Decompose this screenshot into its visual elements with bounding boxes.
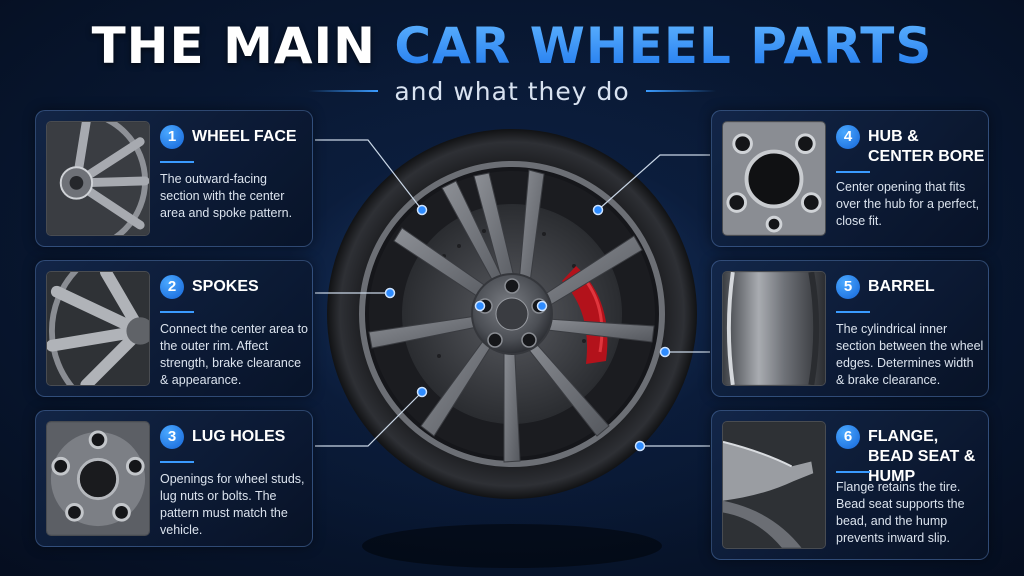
title-underline [836, 311, 870, 313]
part-card-hub-center-bore: 4 HUB & CENTER BORE Center opening that … [711, 110, 989, 247]
number-badge: 1 [160, 125, 184, 149]
part-title: WHEEL FACE [192, 128, 297, 145]
number-badge: 2 [160, 275, 184, 299]
part-card-flange: 6 FLANGE, BEAD SEAT & HUMP Flange retain… [711, 410, 989, 560]
title-underline [160, 311, 194, 313]
part-heading: 5 BARREL [836, 275, 935, 299]
part-title: FLANGE, BEAD SEAT & HUMP [868, 428, 976, 485]
subtitle-row: and what they do [0, 76, 1024, 106]
number-badge: 5 [836, 275, 860, 299]
part-heading: 1 WHEEL FACE [160, 125, 297, 149]
part-heading: 4 HUB & CENTER BORE [836, 125, 988, 167]
part-title: BARREL [868, 278, 935, 295]
subtitle: and what they do [394, 76, 630, 106]
part-heading: 2 SPOKES [160, 275, 259, 299]
title-part-white: THE MAIN [91, 17, 395, 75]
wheel-face-thumbnail [46, 121, 150, 236]
part-card-barrel: 5 BARREL The cylindrical inner section b… [711, 260, 989, 397]
hub-center-bore-thumbnail [722, 121, 826, 236]
part-title: LUG HOLES [192, 428, 286, 445]
part-description: Connect the center area to the outer rim… [160, 322, 309, 387]
number-badge: 6 [836, 425, 860, 449]
part-description: The outward-facing section with the cent… [160, 172, 293, 220]
part-title: HUB & CENTER BORE [868, 128, 985, 165]
page-title: THE MAIN CAR WHEEL PARTS [0, 16, 1024, 76]
subtitle-right-line [645, 90, 716, 92]
part-card-spokes: 2 SPOKES Connect the center area to the … [35, 260, 313, 397]
title-underline [160, 461, 194, 463]
barrel-thumbnail [722, 271, 826, 386]
lug-holes-thumbnail [46, 421, 150, 536]
title-part-blue: CAR WHEEL PARTS [394, 17, 933, 75]
title-underline [836, 171, 870, 173]
wheel-illustration [327, 129, 697, 568]
flange-thumbnail [722, 421, 826, 549]
number-badge: 4 [836, 125, 860, 149]
number-badge: 3 [160, 425, 184, 449]
part-heading: 6 FLANGE, BEAD SEAT & HUMP [836, 425, 986, 487]
subtitle-left-line [308, 90, 379, 92]
part-card-lug-holes: 3 LUG HOLES Openings for wheel studs, lu… [35, 410, 313, 547]
part-card-wheel-face: 1 WHEEL FACE The outward-facing section … [35, 110, 313, 247]
part-heading: 3 LUG HOLES [160, 425, 285, 449]
part-description: Center opening that fits over the hub fo… [836, 180, 980, 228]
part-description: Openings for wheel studs, lug nuts or bo… [160, 472, 305, 537]
spokes-thumbnail [46, 271, 150, 386]
part-description: The cylindrical inner section between th… [836, 322, 984, 387]
title-underline [160, 161, 194, 163]
title-underline [836, 471, 870, 473]
part-title: SPOKES [192, 278, 259, 295]
part-description: Flange retains the tire. Bead seat suppo… [836, 480, 965, 545]
